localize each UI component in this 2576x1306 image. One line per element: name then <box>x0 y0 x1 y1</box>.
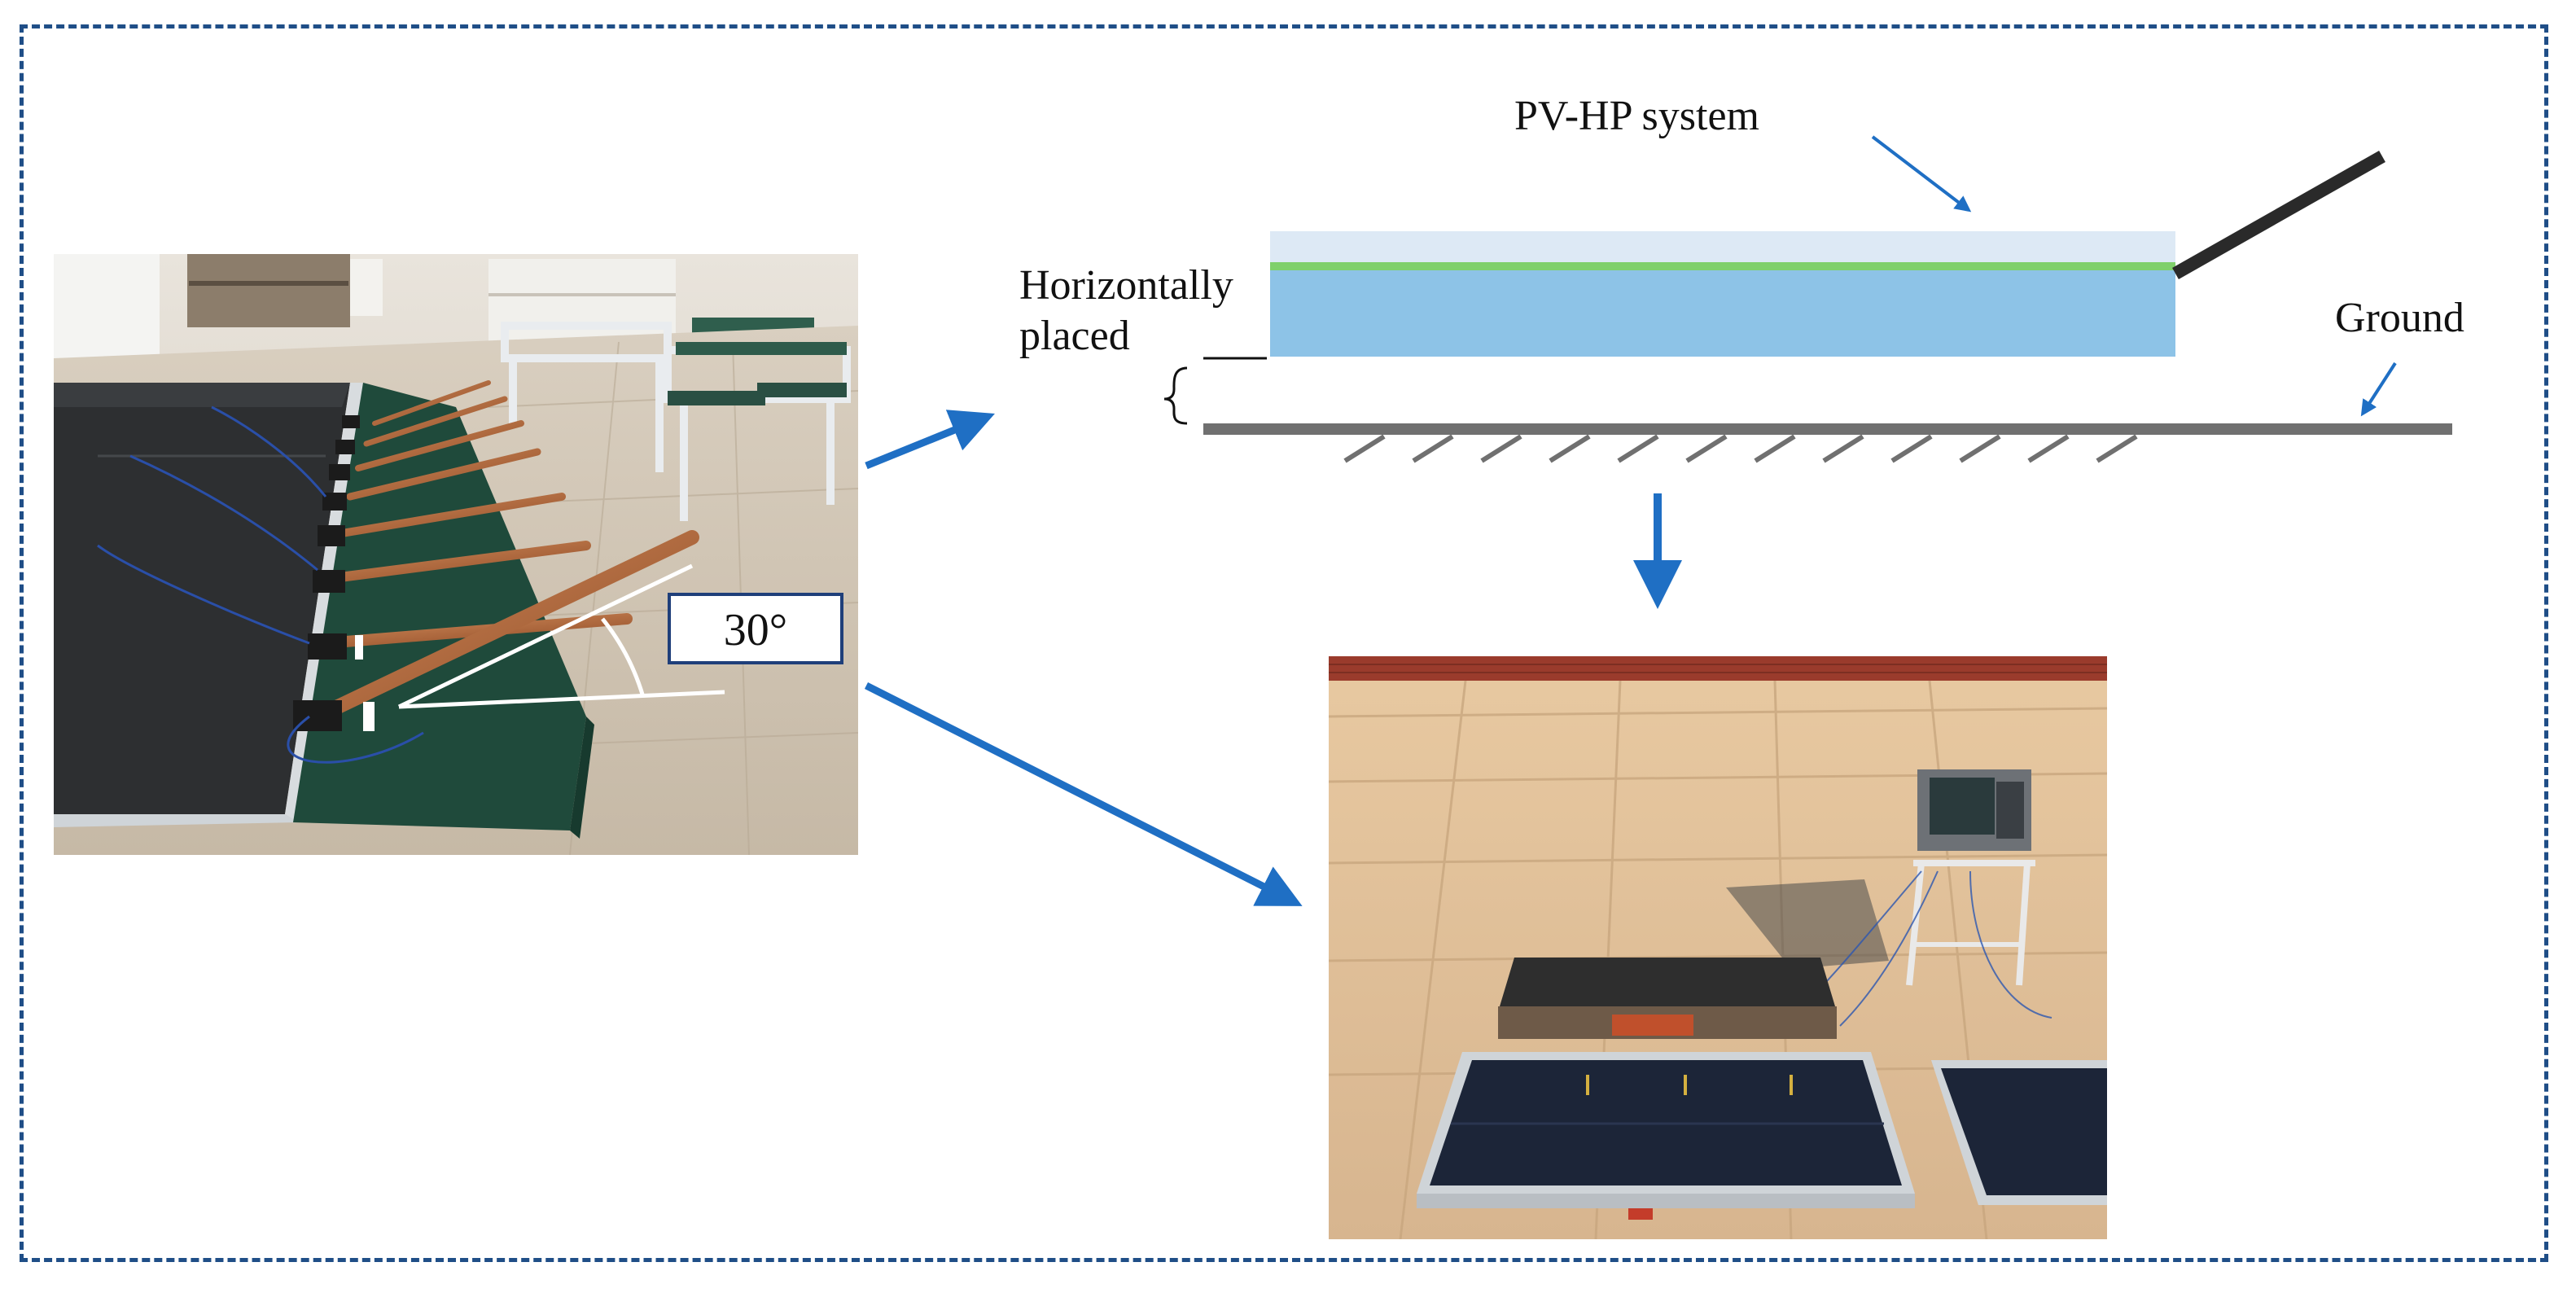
heat-pipe-condenser <box>2172 151 2385 279</box>
system-label: PV-HP system <box>1514 93 1760 139</box>
pv-hp-schematic <box>1163 135 2452 463</box>
angle-annotation <box>397 563 725 709</box>
angle-label-box <box>668 593 843 664</box>
outdoor-test-photo <box>1329 656 2107 1239</box>
ground-hatching <box>1343 434 2138 463</box>
data-logger <box>1906 769 2035 986</box>
arrow-to-schematic <box>865 410 996 470</box>
dashed-figure-border <box>20 24 2548 1262</box>
ground-label: Ground <box>2335 295 2464 341</box>
angle-label: 30° <box>724 605 787 655</box>
indoor-lab-photo <box>54 254 858 855</box>
ground-callout-arrow <box>2360 362 2397 417</box>
ground-line <box>1203 423 2452 435</box>
system-callout-arrow <box>1871 135 1972 213</box>
pv-panel-layer <box>1270 270 2175 357</box>
gap-brace <box>1163 366 1188 425</box>
placement-label: Horizontally placed <box>1019 262 1233 359</box>
glass-cover-layer <box>1270 231 2175 264</box>
arrow-to-outdoor-photo <box>864 681 1303 906</box>
absorber-layer <box>1270 262 2175 270</box>
